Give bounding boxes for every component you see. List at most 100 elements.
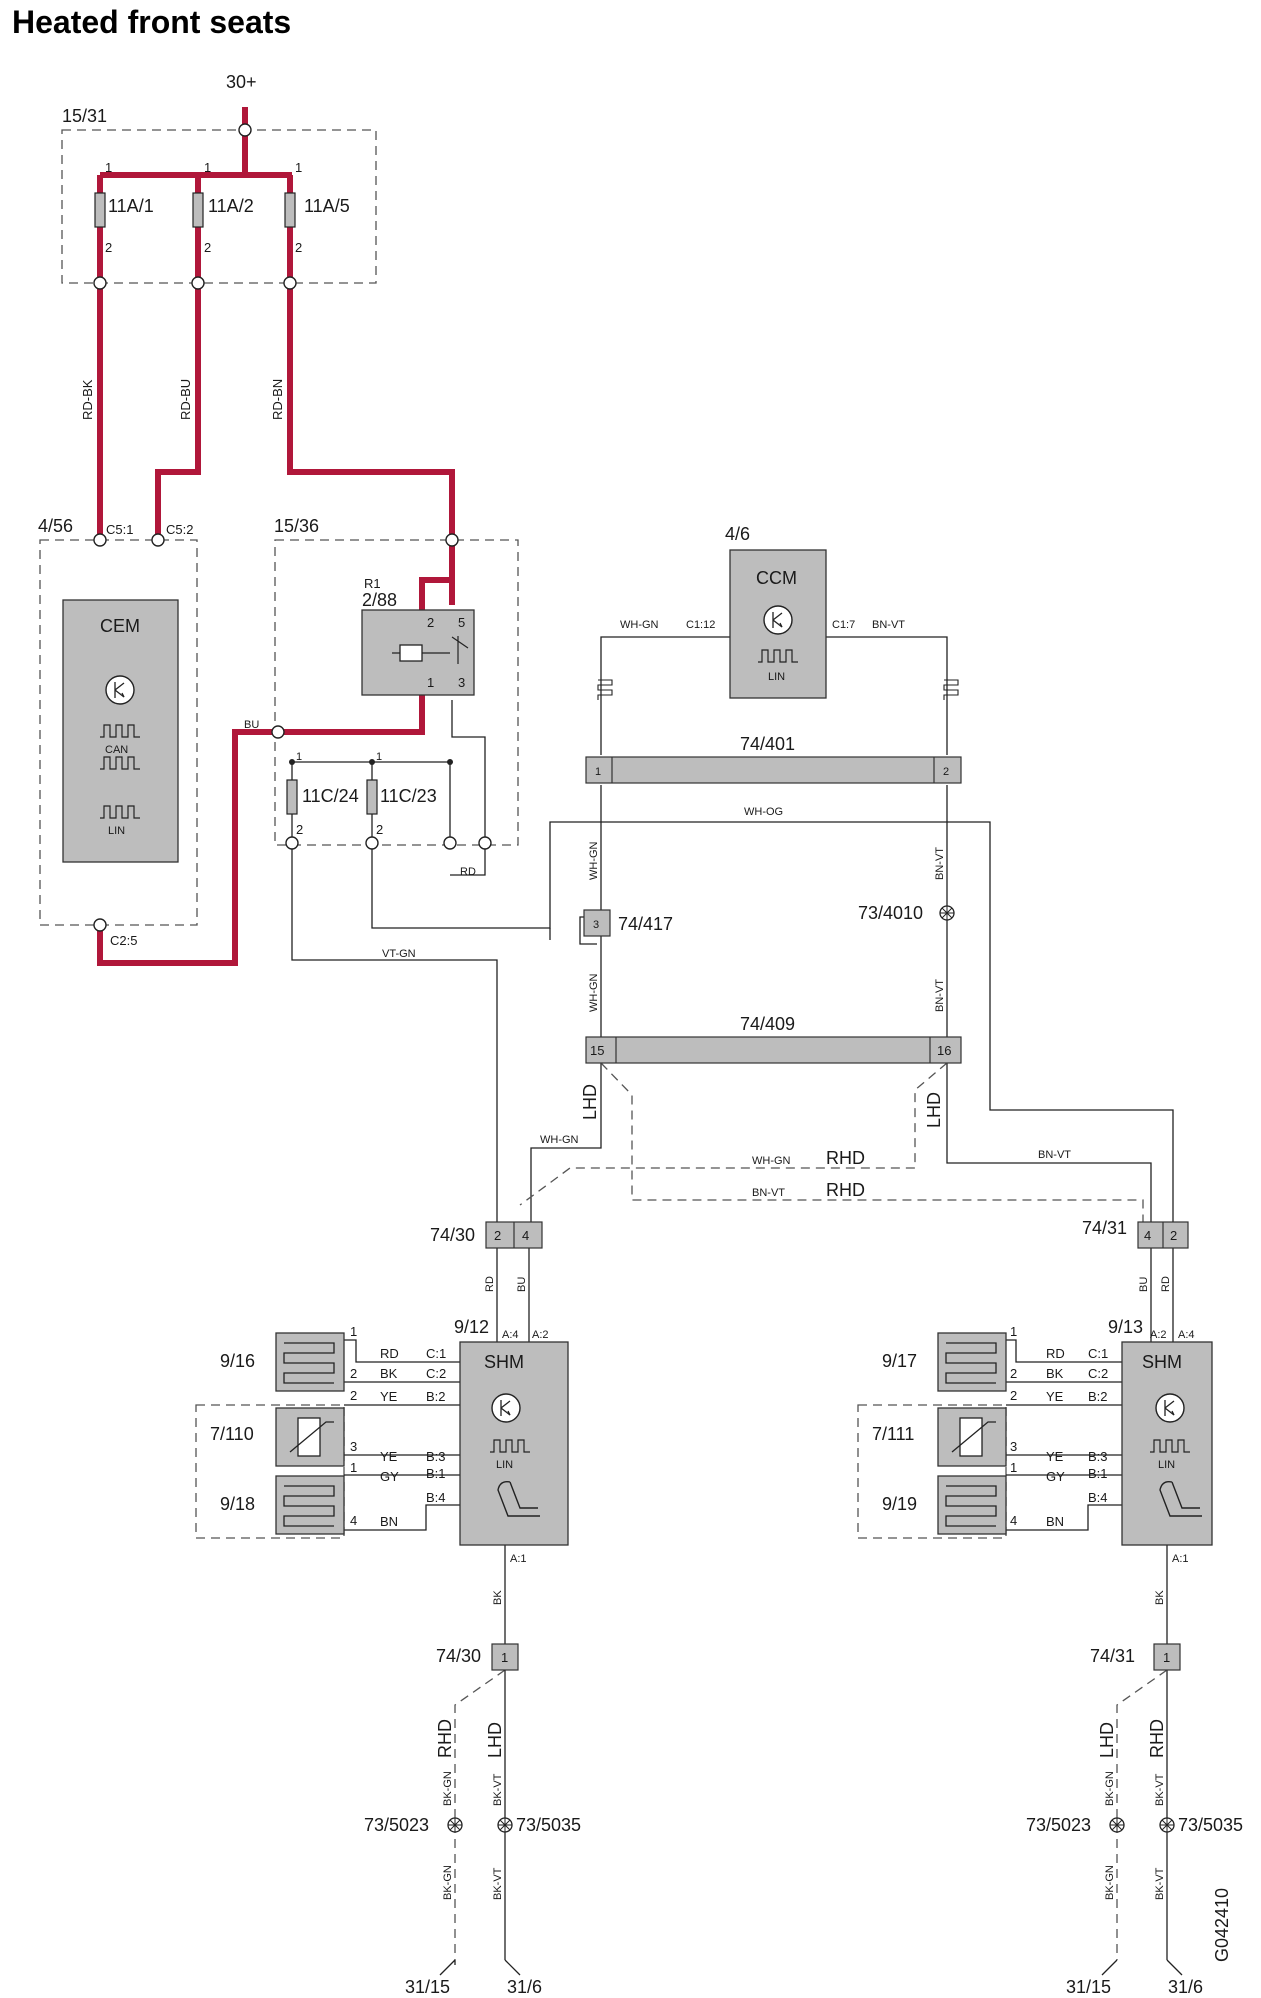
right-shm-name: SHM (1142, 1352, 1182, 1372)
wire-wh-gn-rhd (519, 1062, 948, 1206)
wire-label: BN (380, 1514, 398, 1529)
wire-wh-gn-rhd-label: WH-GN (752, 1155, 791, 1167)
pin-label: 2 (1010, 1366, 1017, 1381)
left-seat-wires (344, 1339, 460, 1531)
left-ground-31-15: 31/15 (405, 1977, 450, 1997)
ccm-ref-label: 4/6 (725, 524, 750, 544)
pin-label: 2 (376, 822, 383, 837)
wire-rd-label-l: RD (484, 1276, 496, 1292)
pin-label: 1 (204, 160, 211, 175)
wire-label: GY (1046, 1469, 1065, 1484)
left-ground-symbols (439, 1959, 521, 1976)
shm-pin-label: B:2 (426, 1389, 446, 1404)
wire-rd-label: RD (460, 866, 476, 878)
left-shm-lin-label: LIN (496, 1459, 513, 1471)
right-ground-lhd (1116, 1669, 1168, 1960)
pin-label: 3 (350, 1439, 357, 1454)
wire-wh-gn-label-2: WH-GN (588, 973, 600, 1012)
right-bk-vt-label-1: BK-VT (1154, 1773, 1166, 1806)
relay-coil-icon (399, 644, 423, 662)
pin-label: 16 (937, 1043, 951, 1058)
pin-label: 2 (295, 240, 302, 255)
left-shm-pin-a2: A:2 (532, 1329, 549, 1341)
fusebox-main-label: 15/31 (62, 106, 107, 126)
wire-label: BK (1046, 1366, 1064, 1381)
shm-pin-label: B:1 (426, 1466, 446, 1481)
right-splice-5035-icon (1159, 1817, 1175, 1833)
pin-label: 4 (522, 1228, 529, 1243)
fuse-11a-2-label: 11A/2 (208, 196, 254, 216)
shm-pin-label: B:3 (1088, 1449, 1108, 1464)
wire-rd-bk-label: RD-BK (80, 379, 95, 420)
right-shm-pin-a4: A:4 (1178, 1329, 1195, 1341)
connector-74-417 (583, 909, 611, 937)
left-seat-icon (497, 1480, 540, 1517)
right-shm-feed (1150, 1248, 1174, 1342)
left-splice-5023-label: 73/5023 (364, 1815, 429, 1835)
supply-label: 30+ (226, 72, 257, 92)
left-bk-vt-label-1: BK-VT (492, 1773, 504, 1806)
left-shm-microchip-icon (491, 1393, 521, 1423)
left-shm-pin-a1: A:1 (510, 1553, 527, 1565)
wire-wh-og (371, 821, 1174, 1222)
wire-bn-vt-label-2: BN-VT (934, 979, 946, 1012)
right-bk-gn-label-1: BK-GN (1104, 1771, 1116, 1806)
pin-label: 1 (1010, 1324, 1017, 1339)
wire-label: YE (1046, 1449, 1064, 1464)
lin-wave-icon-left (597, 679, 613, 701)
left-shm-name: SHM (484, 1352, 524, 1372)
fuse-11a-5 (284, 192, 296, 228)
left-temperature-sensor-icon (275, 1407, 345, 1467)
pin-label: 2 (296, 822, 303, 837)
wire-bu-label-r: BU (1138, 1277, 1150, 1292)
shm-pin-label: B:2 (1088, 1389, 1108, 1404)
left-sensor-frame (195, 1404, 345, 1539)
shm-pin-label: B:4 (426, 1490, 446, 1505)
right-temperature-sensor-icon (937, 1407, 1007, 1467)
left-wire-bk-label: BK (492, 1590, 504, 1605)
terminals (93, 123, 492, 932)
left-bk-gn-label-2: BK-GN (442, 1865, 454, 1900)
wire-vt-gn-label: VT-GN (382, 948, 416, 960)
lhd-label-left: LHD (580, 1084, 600, 1120)
fusebox-2-label: 15/36 (274, 516, 319, 536)
fuse-11c-24 (286, 779, 298, 815)
wire-label: BN (1046, 1514, 1064, 1529)
wire-wh-gn-lhd-label: WH-GN (540, 1134, 579, 1146)
ccm-microchip-icon (763, 605, 793, 635)
shm-pin-label: C:1 (426, 1346, 446, 1361)
pin-label: 2 (943, 766, 949, 778)
pin-label: 15 (590, 1043, 604, 1058)
pin-label: 1 (501, 1650, 508, 1665)
right-splice-5023-label: 73/5023 (1026, 1815, 1091, 1835)
splice-73-4010-icon (939, 905, 955, 921)
rhd-label-1: RHD (826, 1148, 865, 1168)
connector-74-409-label: 74/409 (740, 1014, 795, 1034)
right-shm-microchip-icon (1155, 1393, 1185, 1423)
left-lhd-label: LHD (485, 1722, 505, 1758)
wire-label: YE (380, 1389, 398, 1404)
right-ground-31-6: 31/6 (1168, 1977, 1203, 1997)
connector-74-31-bottom-label: 74/31 (1090, 1646, 1135, 1666)
wire-wh-og-label: WH-OG (744, 806, 783, 818)
fuse-11c-23-label: 11C/23 (380, 786, 437, 806)
ccm-pin-c1-12: C1:12 (686, 619, 715, 631)
image-code: G042410 (1212, 1888, 1232, 1962)
lhd-label-right: LHD (924, 1092, 944, 1128)
right-shm-ref: 9/13 (1108, 1317, 1143, 1337)
connector-74-401 (585, 756, 962, 784)
pin-label: 2 (105, 240, 112, 255)
right-shm-lin-label: LIN (1158, 1459, 1175, 1471)
splice-73-4010-label: 73/4010 (858, 903, 923, 923)
wire-label: YE (1046, 1389, 1064, 1404)
cem-lin-label: LIN (108, 825, 125, 837)
pin-label: 2 (350, 1366, 357, 1381)
wire-bn-vt-lhd-label: BN-VT (1038, 1149, 1071, 1161)
fuse-11c-24-label: 11C/24 (302, 786, 359, 806)
pin-label: 1 (350, 1324, 357, 1339)
wire-bu-label: BU (244, 719, 259, 731)
left-ground-rhd (454, 1669, 506, 1960)
left-cushion-label: 9/16 (220, 1351, 255, 1371)
left-splice-5035-label: 73/5035 (516, 1815, 581, 1835)
